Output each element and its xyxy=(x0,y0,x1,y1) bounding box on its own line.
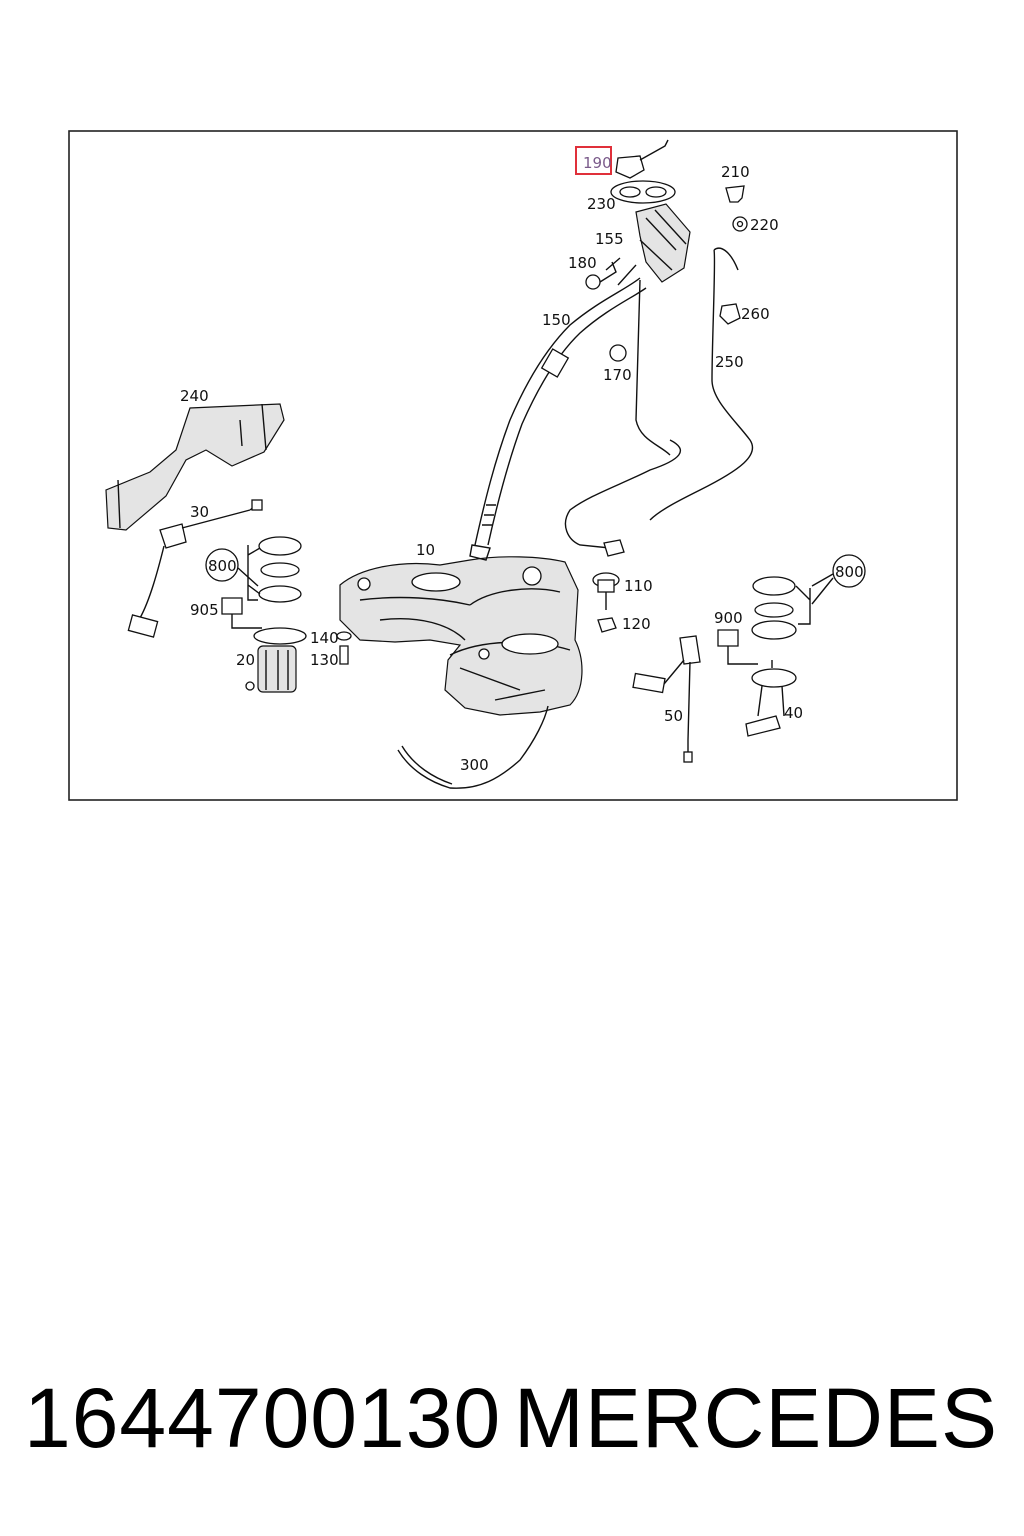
callout-10: 10 xyxy=(416,541,435,559)
fuel-tank-part-10[interactable] xyxy=(339,556,583,716)
callout-900: 900 xyxy=(714,609,743,627)
fuel-pump-part-40[interactable] xyxy=(745,660,797,737)
gasket-part-230[interactable] xyxy=(610,180,676,204)
seal-ring-kit-part-800-left[interactable] xyxy=(247,536,302,603)
callout-170: 170 xyxy=(603,366,632,384)
callout-150: 150 xyxy=(542,311,571,329)
washer-part-140[interactable] xyxy=(336,631,352,641)
strap-part-300[interactable] xyxy=(397,705,549,789)
callout-140: 140 xyxy=(310,629,339,647)
callout-20: 20 xyxy=(236,651,255,669)
vent-line-part-250[interactable] xyxy=(649,247,754,521)
nut-part-120[interactable] xyxy=(597,617,617,633)
clip-part-180[interactable] xyxy=(585,257,621,290)
callout-labels: 10 20 30 40 50 110 120 130 140 150 155 1… xyxy=(180,146,866,774)
callout-190: 190 xyxy=(583,154,612,172)
caption-bar: 1644700130 MERCEDES xyxy=(0,1368,1024,1478)
callout-905: 905 xyxy=(190,601,219,619)
heat-shield-part-240[interactable] xyxy=(105,403,285,531)
purge-line xyxy=(564,439,682,557)
callout-250: 250 xyxy=(715,353,744,371)
fuel-pump-part-20[interactable] xyxy=(245,627,307,693)
kit-symbol-part-900[interactable] xyxy=(717,629,758,665)
callout-30: 30 xyxy=(190,503,209,521)
washer-part-220[interactable] xyxy=(732,216,748,232)
filler-housing-part-155[interactable] xyxy=(617,203,691,456)
seal-ring-kit-part-800-right[interactable] xyxy=(751,576,811,640)
bolt-part-130[interactable] xyxy=(339,645,349,665)
level-sensor-part-50[interactable] xyxy=(632,635,701,763)
callout-300: 300 xyxy=(460,756,489,774)
clamp-part-260[interactable] xyxy=(719,303,741,325)
valve-part-110[interactable] xyxy=(592,572,620,610)
callout-40: 40 xyxy=(784,704,803,722)
callout-120: 120 xyxy=(622,615,651,633)
callout-130: 130 xyxy=(310,651,339,669)
bushing-part-170[interactable] xyxy=(609,344,627,362)
diagram-frame xyxy=(68,130,958,801)
callout-210: 210 xyxy=(721,163,750,181)
callout-800-left-circle xyxy=(205,548,239,582)
grommet-part-210[interactable] xyxy=(725,185,745,203)
callout-800-left: 800 xyxy=(208,557,237,575)
part-number: 1644700130 xyxy=(24,1371,502,1465)
callout-800-right-circle xyxy=(832,554,866,588)
brand-name: MERCEDES xyxy=(513,1371,998,1465)
callout-50: 50 xyxy=(664,707,683,725)
filler-neck-part-150[interactable] xyxy=(469,277,647,561)
callout-180: 180 xyxy=(568,254,597,272)
callout-230: 230 xyxy=(587,195,616,213)
callout-240: 240 xyxy=(180,387,209,405)
callout-155: 155 xyxy=(595,230,624,248)
fuel-cap-part-190[interactable] xyxy=(615,139,669,179)
level-sensor-part-30[interactable] xyxy=(127,499,263,638)
callout-110: 110 xyxy=(624,577,653,595)
callout-260: 260 xyxy=(741,305,770,323)
callout-800-right: 800 xyxy=(835,563,864,581)
callout-190-highlight-box xyxy=(575,146,612,175)
callout-220: 220 xyxy=(750,216,779,234)
kit-symbol-part-905[interactable] xyxy=(221,597,262,629)
